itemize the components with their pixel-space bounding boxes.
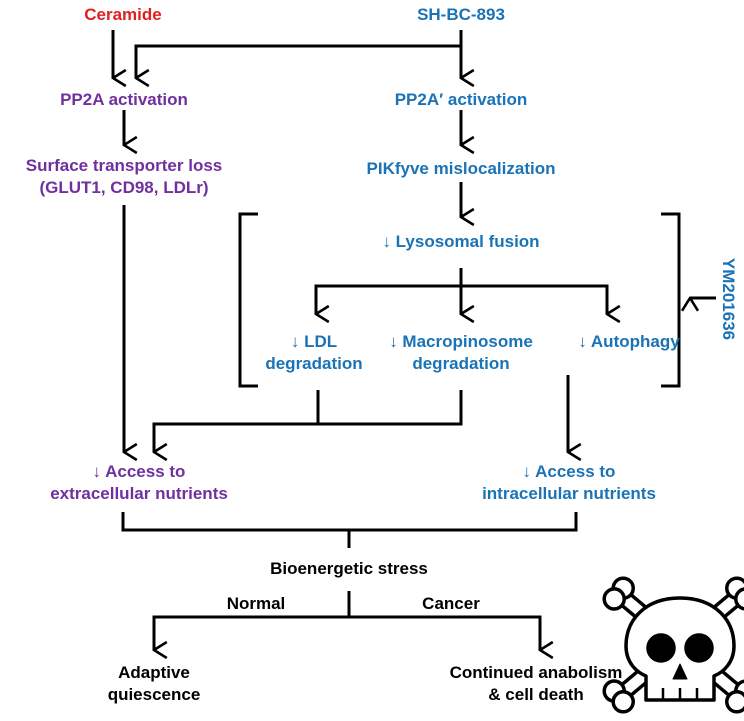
transporter-loss-line2: (GLUT1, CD98, LDLr): [39, 178, 209, 197]
bioenergetic-stress-label: Bioenergetic stress: [270, 559, 428, 578]
continued-line2: & cell death: [488, 685, 584, 704]
adaptive-line2: quiescence: [107, 685, 201, 704]
normal-label: Normal: [226, 594, 286, 613]
ceramide-label: Ceramide: [84, 5, 162, 24]
transporter-loss-line1: Surface transporter loss: [25, 156, 223, 175]
arrow-fusion-to-ldl: [316, 284, 461, 314]
pikfyve-label: PIKfyve mislocalization: [366, 159, 556, 178]
macro-line2: degradation: [412, 354, 510, 373]
arrow-fusion-to-autophagy: [461, 284, 607, 314]
merge-ldl-macro: [316, 390, 463, 426]
sh-bc-893-label: SH-BC-893: [417, 5, 505, 24]
extracellular-access-line2: extracellular nutrients: [50, 484, 228, 503]
pp2a-activation-label: PP2A activation: [60, 90, 188, 109]
ldl-line2: degradation: [265, 354, 363, 373]
adaptive-line1: Adaptive: [118, 663, 190, 682]
intracellular-access-line2: intracellular nutrients: [482, 484, 656, 503]
skull-and-crossbones-icon: [602, 576, 744, 714]
arrow-normal: [154, 615, 349, 650]
ldl-degradation-label: ↓ LDL degradation: [254, 331, 374, 375]
intracellular-access-line1: ↓ Access to: [522, 462, 616, 481]
right-bracket: [661, 212, 681, 388]
continued-line1: Continued anabolism: [449, 663, 623, 682]
extracellular-access-label: ↓ Access to extracellular nutrients: [9, 461, 269, 505]
left-bracket: [238, 212, 258, 388]
bottom-brace: [121, 512, 578, 548]
arrow-cancer: [349, 615, 540, 650]
macro-line1: ↓ Macropinosome: [389, 332, 533, 351]
intracellular-access-label: ↓ Access to intracellular nutrients: [454, 461, 684, 505]
ym201636-label: YM201636: [719, 257, 738, 341]
cancer-label: Cancer: [422, 594, 480, 613]
extracellular-access-line1: ↓ Access to: [92, 462, 186, 481]
arrow-merge-to-extracellular: [154, 422, 318, 452]
arrow-sh-to-pp2a: [136, 30, 463, 78]
transporter-loss-label: Surface transporter loss (GLUT1, CD98, L…: [4, 155, 244, 199]
continued-anabolism-label: Continued anabolism & cell death: [436, 662, 636, 706]
macropinosome-degradation-label: ↓ Macropinosome degradation: [366, 331, 556, 375]
lysosomal-fusion-label: ↓ Lysosomal fusion: [382, 232, 540, 251]
ldl-line1: ↓ LDL: [290, 332, 338, 351]
pp2a-prime-activation-label: PP2A′ activation: [394, 90, 528, 109]
autophagy-label: ↓ Autophagy: [578, 332, 680, 351]
adaptive-quiescence-label: Adaptive quiescence: [94, 662, 214, 706]
